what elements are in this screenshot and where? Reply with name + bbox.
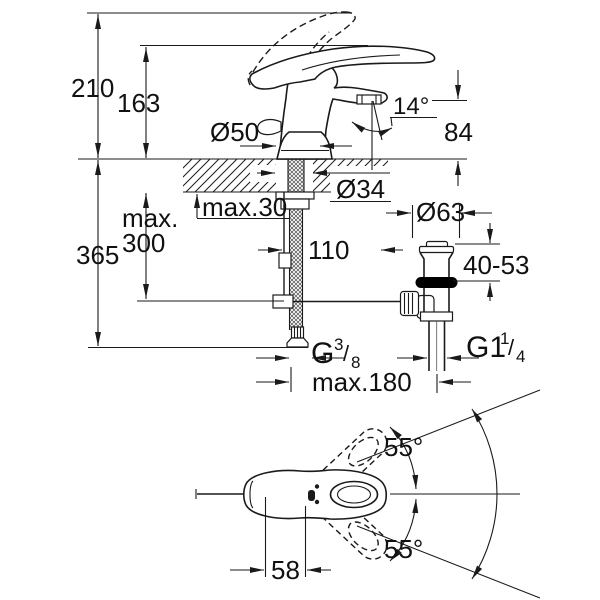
- dim-g38-sub: 8: [351, 353, 360, 372]
- dim-dia50-label: Ø50: [210, 117, 259, 147]
- drain-flange: [418, 245, 455, 254]
- swing-line-up: [356, 389, 541, 463]
- dim-163: 163: [117, 47, 160, 158]
- drain-collar: [419, 311, 454, 322]
- dim-55-up-label: 55°: [384, 432, 423, 462]
- dim-g38: G 3 / 8: [256, 335, 360, 372]
- dim-dia63: Ø63: [386, 197, 492, 238]
- dim-dia63-label: Ø63: [416, 197, 465, 227]
- dim-210-label: 210: [71, 73, 114, 103]
- dim-max300: max. 300: [122, 193, 178, 299]
- lever-crease-line: [301, 54, 401, 71]
- dim-40-53: 40-53: [453, 223, 530, 301]
- dim-58-label: 58: [271, 555, 300, 585]
- detail-dot-bottom: [314, 499, 320, 505]
- handle-swung-down-dashed: [322, 496, 388, 560]
- dim-max180: max.180: [256, 367, 471, 397]
- dim-g114-slash: /: [508, 335, 515, 360]
- dim-g114-sup: 1: [500, 329, 509, 348]
- dim-g114-label: G1: [466, 331, 506, 364]
- dim-365-label: 365: [76, 240, 119, 270]
- dim-365: 365: [76, 160, 119, 346]
- dim-84-label: 84: [444, 117, 473, 147]
- dim-g38-sup: 3: [334, 335, 343, 354]
- dim-110-label: 110: [308, 235, 349, 265]
- pop-up-knob: [257, 118, 282, 136]
- pop-up-rod: [272, 192, 402, 309]
- spout-angle-line: [372, 100, 383, 141]
- drain-seal-ring: [415, 277, 458, 288]
- dim-55-down-label: 55°: [384, 534, 423, 564]
- dimension-annotations: 210 163 365 max. 300 84: [71, 12, 530, 397]
- dim-max30: max.30: [194, 192, 290, 222]
- lever-raised-dashed: [252, 11, 346, 73]
- dim-110: 110: [258, 235, 403, 265]
- faucet-top-view: 55° 55° 58: [195, 389, 541, 599]
- supply-hose-and-shank: [275, 159, 315, 348]
- dim-210: 210: [71, 14, 114, 158]
- lever-handle: [249, 45, 436, 90]
- dim-g38-slash: /: [343, 341, 350, 366]
- dim-dia34: Ø34: [257, 170, 391, 204]
- dim-max180-label: max.180: [312, 367, 412, 397]
- swing-line-down: [356, 525, 541, 599]
- dim-max30-label: max.30: [202, 192, 287, 222]
- dim-40-53-label: 40-53: [463, 250, 530, 280]
- faucet-side-view: [247, 11, 436, 170]
- dim-g114-sub: 4: [516, 347, 525, 366]
- base-arc-top-view: [249, 480, 254, 509]
- spout-window-outer: [329, 480, 379, 509]
- waste-drain-assembly: [399, 240, 458, 371]
- aerator: [356, 94, 382, 105]
- dim-84: 84: [444, 70, 473, 186]
- handle-tip-arc: [471, 408, 498, 580]
- dim-dia50: Ø50: [210, 117, 352, 149]
- dim-g38-label: G: [311, 337, 334, 370]
- dim-163-label: 163: [117, 88, 160, 118]
- angle-arc-down: [389, 498, 419, 562]
- dim-max300-label-2: 300: [122, 228, 165, 258]
- angle-arc-up: [389, 426, 419, 490]
- label-clearing-box: [330, 166, 393, 203]
- detail-dot-top: [314, 484, 320, 489]
- dim-14deg-label: 14°: [393, 93, 429, 120]
- dim-14deg: 14°: [351, 93, 437, 137]
- dim-max300-label-1: max.: [122, 203, 178, 233]
- pivot-mark: [308, 490, 315, 501]
- rod-clamp: [278, 252, 292, 269]
- drain-adjust-knob: [399, 290, 420, 317]
- spout-window-inner: [336, 485, 372, 504]
- dim-g114: G1 1 / 4: [397, 329, 525, 366]
- dim-dia34-label: Ø34: [336, 174, 385, 204]
- dim-58: 58: [230, 497, 331, 585]
- handle-swung-up-dashed: [322, 428, 388, 492]
